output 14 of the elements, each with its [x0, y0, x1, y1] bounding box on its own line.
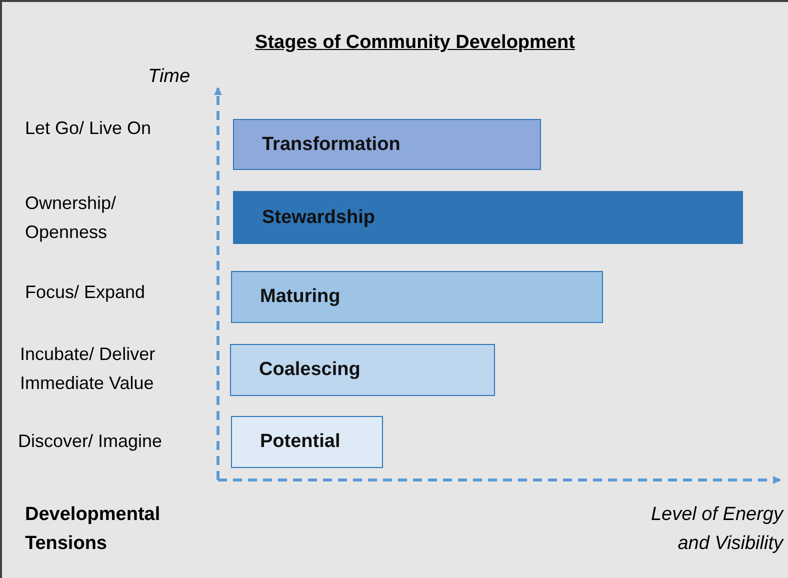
tension-label: Focus/ Expand [25, 281, 146, 304]
diagram-title: Stages of Community Development [254, 32, 576, 54]
axis-label: Time [148, 66, 190, 88]
stage-bar: Stewardship [233, 191, 743, 244]
tension-label: Ownership/ Openness [25, 192, 118, 244]
tension-label: Discover/ Imagine [18, 430, 164, 453]
axis-label: Developmental Tensions [25, 503, 162, 556]
stage-bar: Coalescing [230, 344, 495, 396]
stage-bar: Maturing [231, 271, 603, 323]
axis-label: Level of Energy and Visibility [650, 503, 783, 556]
stage-bar: Transformation [233, 119, 541, 170]
stage-bar: Potential [231, 416, 383, 468]
tension-label: Incubate/ Deliver Immediate Value [20, 343, 156, 395]
tension-label: Let Go/ Live On [25, 117, 152, 140]
